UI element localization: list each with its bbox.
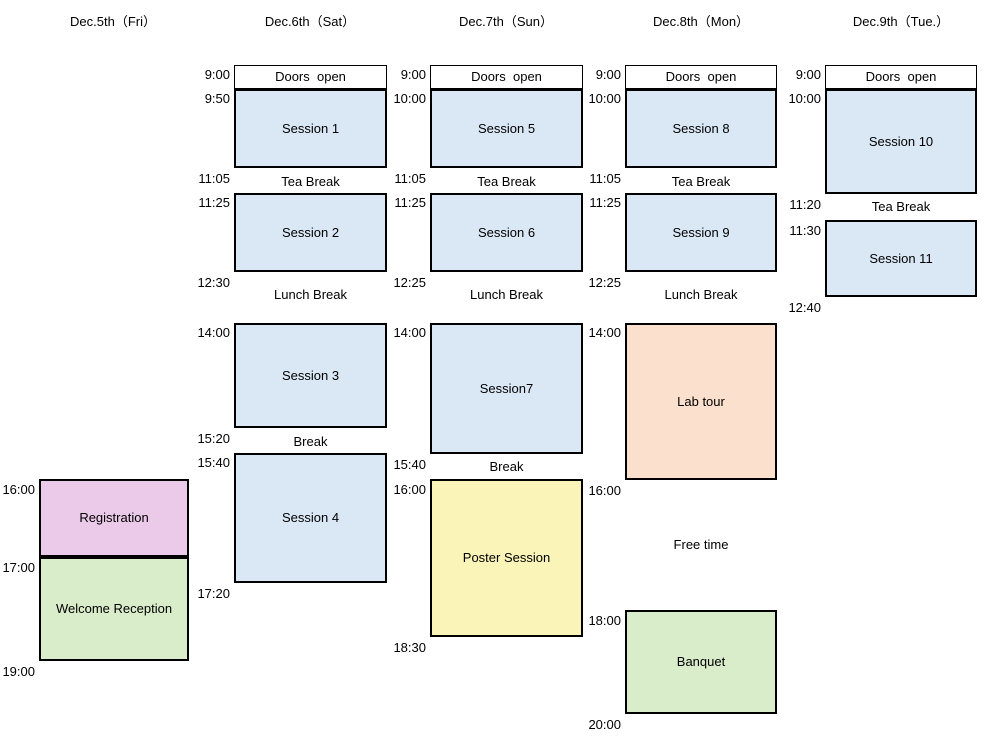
event-label: Session 9 — [672, 224, 730, 240]
time-label-dec7-14-00: 14:00 — [393, 325, 426, 340]
event-label: Doors open — [471, 69, 542, 84]
event-label: Banquet — [676, 654, 726, 669]
break-label-break-dec7: Break — [489, 459, 524, 474]
break-label-tea-break-dec9: Tea Break — [871, 199, 931, 214]
time-label-dec9-12-40: 12:40 — [788, 300, 821, 315]
event-label: Lab tour — [677, 393, 725, 409]
time-label-dec9-9-00: 9:00 — [795, 67, 821, 82]
event-session-10: Session 10 — [825, 89, 977, 194]
event-label: Doors open — [865, 69, 937, 84]
time-label-dec6-11-25: 11:25 — [198, 195, 230, 210]
event-session-6: Session 6 — [430, 193, 583, 272]
day-header-dec5: Dec.5th（Fri） — [70, 14, 156, 29]
time-label-dec7-9-00: 9:00 — [400, 67, 426, 82]
time-label-dec8-11-05: 11:05 — [589, 171, 621, 186]
day-header-dec6: Dec.6th（Sat） — [264, 14, 356, 29]
event-label: Session 4 — [281, 510, 340, 525]
event-label: Session7 — [479, 380, 534, 396]
break-label-tea-break-dec7: Tea Break — [477, 174, 536, 189]
time-label-dec6-15-40: 15:40 — [197, 455, 230, 470]
time-label-dec8-14-00: 14:00 — [588, 325, 621, 340]
event-session7: Session7 — [430, 323, 583, 454]
break-label-tea-break-dec8: Tea Break — [671, 174, 731, 189]
time-label-dec8-20-00: 20:00 — [588, 717, 621, 732]
event-session-1: Session 1 — [234, 89, 387, 168]
day-header-dec9: Dec.9th（Tue.） — [852, 14, 950, 29]
time-label-dec5-19-00: 19:00 — [2, 664, 35, 679]
event-session-5: Session 5 — [430, 89, 583, 168]
break-label-lunch-break-dec7: Lunch Break — [470, 287, 543, 302]
time-label-dec8-18-00: 18:00 — [588, 613, 621, 628]
event-doors-open: Doors open — [430, 65, 583, 89]
day-header-dec8: Dec.8th（Mon） — [652, 14, 750, 29]
break-label-lunch-break-dec8: Lunch Break — [664, 287, 738, 302]
event-label: Session 1 — [281, 120, 340, 136]
time-label-dec7-15-40: 15:40 — [393, 457, 426, 472]
event-label: Session 10 — [868, 133, 934, 149]
event-session-3: Session 3 — [234, 323, 387, 428]
time-label-dec9-11-20: 11:20 — [789, 197, 821, 212]
event-lab-tour: Lab tour — [625, 323, 777, 480]
time-label-dec8-10-00: 10:00 — [588, 91, 621, 106]
event-label: Poster Session — [462, 550, 551, 565]
event-banquet: Banquet — [625, 610, 777, 714]
event-session-4: Session 4 — [234, 453, 387, 583]
time-label-dec6-12-30: 12:30 — [197, 275, 230, 290]
event-poster-session: Poster Session — [430, 479, 583, 637]
time-label-dec8-16-00: 16:00 — [588, 483, 621, 498]
day-header-dec7: Dec.7th（Sun） — [459, 14, 553, 29]
break-label-tea-break-dec6: Tea Break — [281, 174, 340, 189]
time-label-dec7-18-30: 18:30 — [393, 640, 426, 655]
event-label: Session 8 — [672, 120, 730, 136]
event-registration: Registration — [39, 479, 189, 557]
time-label-dec7-12-25: 12:25 — [393, 275, 426, 290]
time-label-dec5-17-00: 17:00 — [2, 560, 35, 575]
time-label-dec9-11-30: 11:30 — [789, 223, 821, 238]
event-label: Session 5 — [477, 120, 536, 136]
time-label-dec9-10-00: 10:00 — [788, 91, 821, 106]
time-label-dec6-17-20: 17:20 — [197, 586, 230, 601]
time-label-dec6-15-20: 15:20 — [197, 431, 230, 446]
time-label-dec6-9-00: 9:00 — [204, 67, 230, 82]
event-label: Session 3 — [281, 367, 340, 383]
time-label-dec6-9-50: 9:50 — [204, 91, 230, 106]
event-label: Session 11 — [869, 250, 933, 266]
event-session-11: Session 11 — [825, 220, 977, 297]
time-label-dec7-11-25: 11:25 — [394, 195, 426, 210]
break-label-free-time-dec8: Free time — [673, 537, 729, 552]
event-label: Doors open — [665, 69, 737, 84]
event-label: Registration — [79, 510, 149, 525]
time-label-dec7-16-00: 16:00 — [393, 482, 426, 497]
time-label-dec7-11-05: 11:05 — [394, 171, 426, 186]
event-doors-open: Doors open — [625, 65, 777, 89]
event-session-9: Session 9 — [625, 193, 777, 272]
event-label: Welcome Reception — [55, 601, 173, 616]
event-session-2: Session 2 — [234, 193, 387, 272]
event-welcome-reception: Welcome Reception — [39, 557, 189, 661]
time-label-dec7-10-00: 10:00 — [393, 91, 426, 106]
event-label: Doors open — [275, 69, 346, 84]
event-session-8: Session 8 — [625, 89, 777, 168]
event-doors-open: Doors open — [825, 65, 977, 89]
time-label-dec6-14-00: 14:00 — [197, 325, 230, 340]
time-label-dec8-12-25: 12:25 — [588, 275, 621, 290]
event-label: Session 6 — [477, 224, 536, 240]
break-label-lunch-break-dec6: Lunch Break — [274, 287, 347, 302]
time-label-dec5-16-00: 16:00 — [2, 482, 35, 497]
event-label: Session 2 — [281, 224, 340, 240]
time-label-dec6-11-05: 11:05 — [198, 171, 230, 186]
break-label-break-dec6: Break — [293, 434, 328, 449]
event-doors-open: Doors open — [234, 65, 387, 89]
time-label-dec8-9-00: 9:00 — [595, 67, 621, 82]
time-label-dec8-11-25: 11:25 — [589, 195, 621, 210]
